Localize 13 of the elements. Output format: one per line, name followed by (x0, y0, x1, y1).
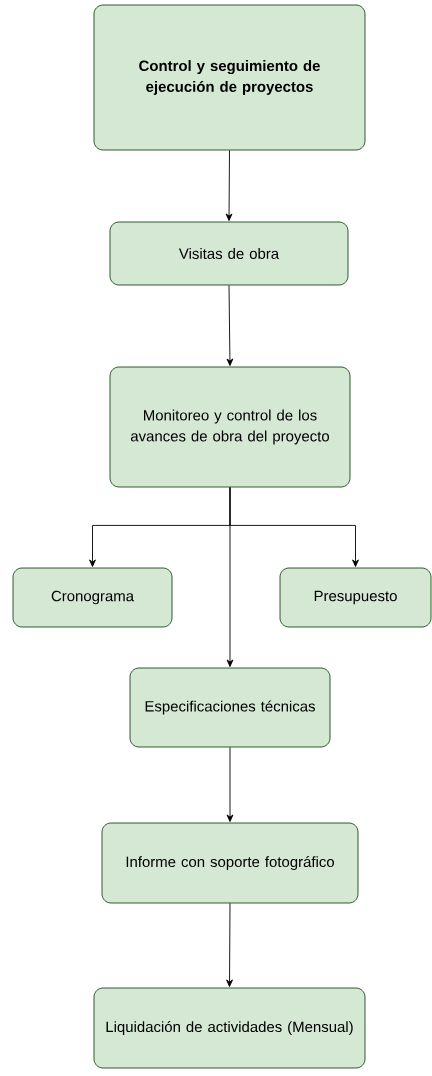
arrow (225, 149, 233, 221)
arrow (226, 284, 234, 366)
process-box: Liquidación de actividades (Mensual) (93, 987, 366, 1069)
process-box: Presupuesto (279, 567, 432, 628)
arrow (226, 902, 233, 987)
process-box: Especificaciones técnicas (129, 667, 331, 748)
process-box: Informe con soporte fotográfico (101, 822, 359, 904)
process-box: Monitoreo y control de los avances de obra del proyecto (109, 366, 351, 488)
process-box: Control y seguimiento de ejecución de proyectos (93, 4, 366, 151)
process-box: Cronograma (12, 567, 173, 628)
arrow (226, 486, 234, 667)
process-box: Visitas de obra (109, 221, 349, 286)
arrow (226, 746, 234, 822)
